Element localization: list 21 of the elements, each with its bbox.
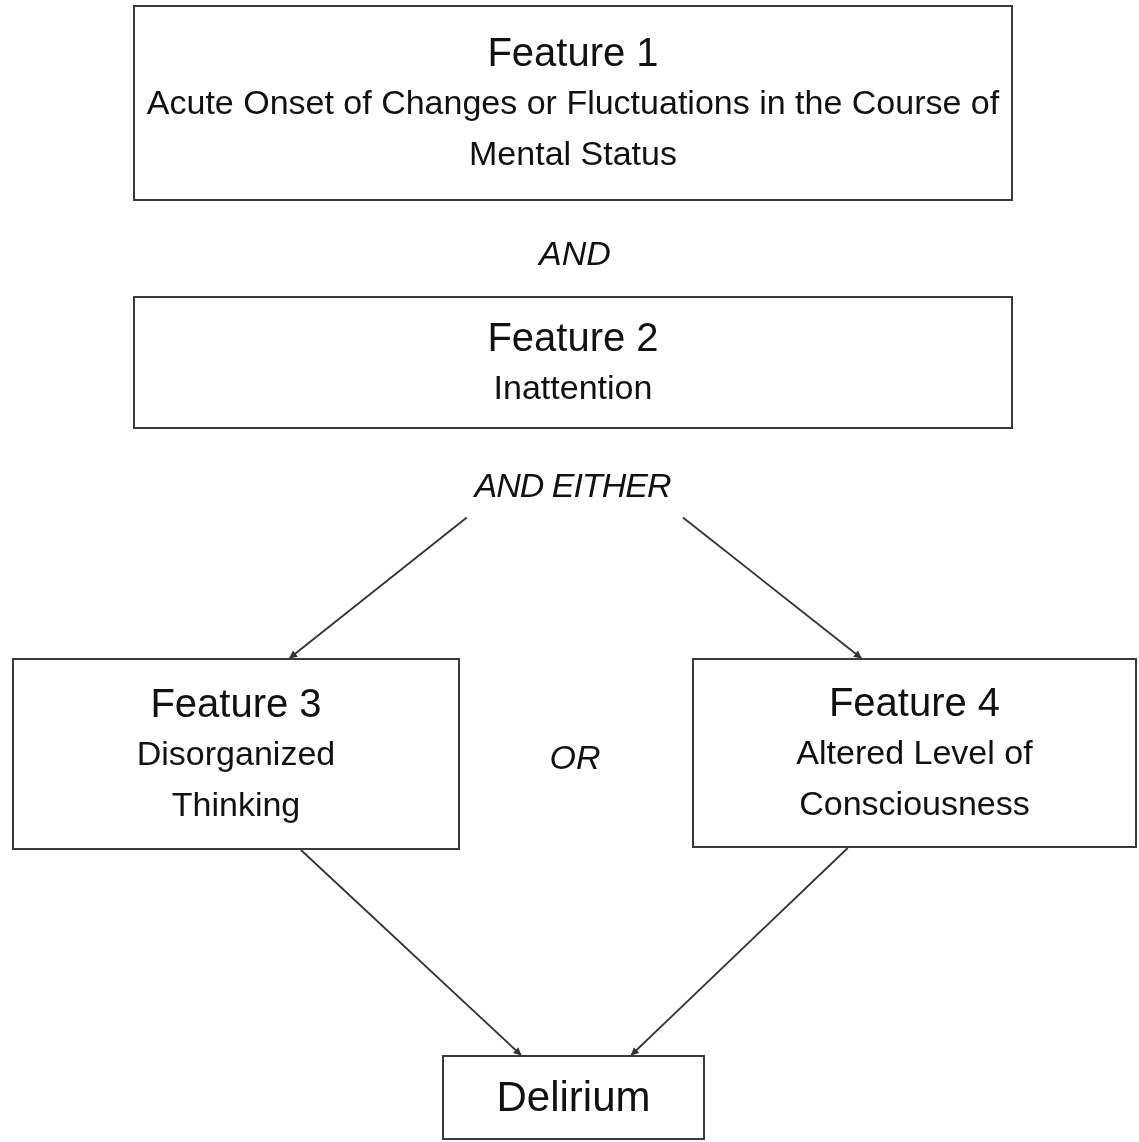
process-box	[12, 658, 460, 850]
box-heading: Feature 2	[487, 314, 659, 361]
box-heading: Delirium	[496, 1072, 651, 1123]
box-heading: Feature 3	[150, 680, 322, 727]
arrow	[682, 516, 862, 659]
process-box	[133, 296, 1013, 429]
box-description: Acute Onset of Changes or Fluctuations in the Course of Mental Status	[145, 82, 1001, 174]
connector-word: AND	[539, 233, 611, 273]
process-box	[692, 658, 1137, 848]
arrow	[288, 516, 468, 659]
condition-text: AND EITHER	[474, 465, 671, 505]
box-description: Disorganized Thinking	[135, 733, 337, 825]
connector-word: OR	[549, 737, 601, 777]
arrow	[630, 847, 849, 1056]
arrow	[300, 849, 522, 1056]
box-heading: Feature 1	[487, 29, 659, 76]
process-box	[133, 5, 1013, 201]
box-description: Inattention	[493, 367, 653, 408]
box-description: Altered Level of Consciousness	[795, 732, 1034, 824]
box-heading: Feature 4	[828, 679, 1001, 726]
process-box	[442, 1055, 705, 1140]
